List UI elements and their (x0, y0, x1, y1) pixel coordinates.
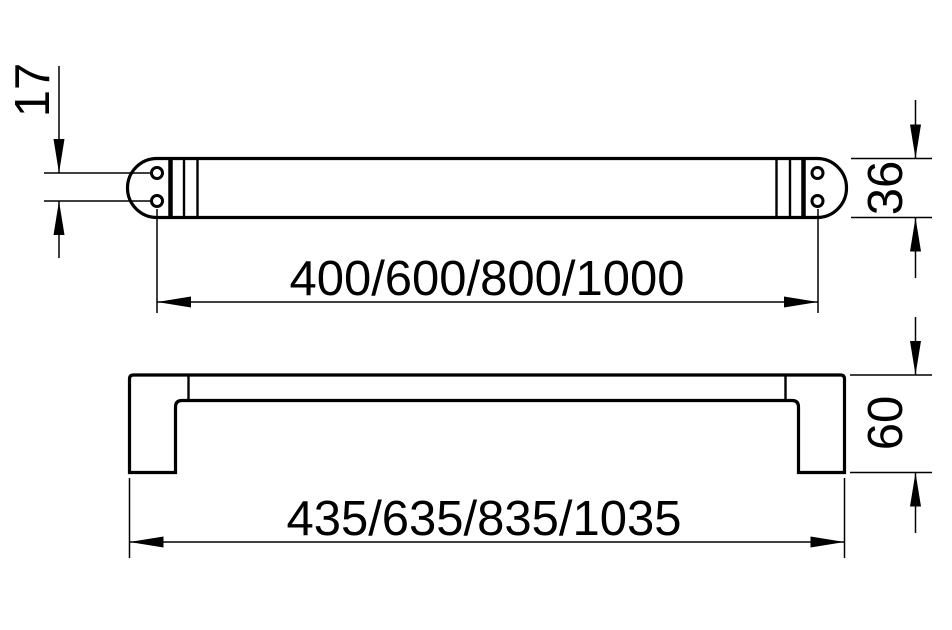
dim-label-bar-height: 36 (859, 161, 913, 216)
arrowhead-up-icon (53, 201, 65, 235)
arrowhead-right-icon (810, 536, 845, 548)
arrowhead-up-icon (910, 217, 921, 252)
arrowhead-down-icon (910, 341, 921, 375)
dimension-overall-length: 435/635/835/1035 (128, 478, 846, 558)
front-view-handle-outline (127, 373, 847, 475)
arrowhead-up-icon (910, 472, 921, 507)
front-view (127, 373, 847, 475)
dimension-bar-height: 36 (851, 100, 932, 278)
dimension-hole-spacing: 400/600/800/1000 (156, 209, 819, 313)
arrowhead-down-icon (53, 139, 65, 173)
dim-label-hole-pitch: 17 (6, 63, 60, 118)
dim-label-overall-length: 435/635/835/1035 (286, 492, 681, 546)
dim-label-handle-height: 60 (859, 396, 913, 451)
top-view (125, 156, 849, 220)
mounting-hole-right-bottom (810, 194, 825, 208)
mounting-hole-right-top (810, 166, 825, 180)
arrowhead-left-icon (129, 536, 164, 548)
arrowhead-down-icon (910, 124, 921, 159)
mounting-hole-left-bottom (150, 194, 164, 208)
arrowhead-right-icon (784, 296, 818, 308)
dim-label-hole-spacing: 400/600/800/1000 (289, 252, 684, 306)
dimension-handle-height: 60 (850, 317, 932, 533)
arrowhead-left-icon (157, 296, 191, 308)
dimension-hole-pitch: 17 (6, 63, 151, 258)
top-view-bar-outline (125, 156, 849, 220)
mounting-hole-left-top (150, 166, 164, 180)
